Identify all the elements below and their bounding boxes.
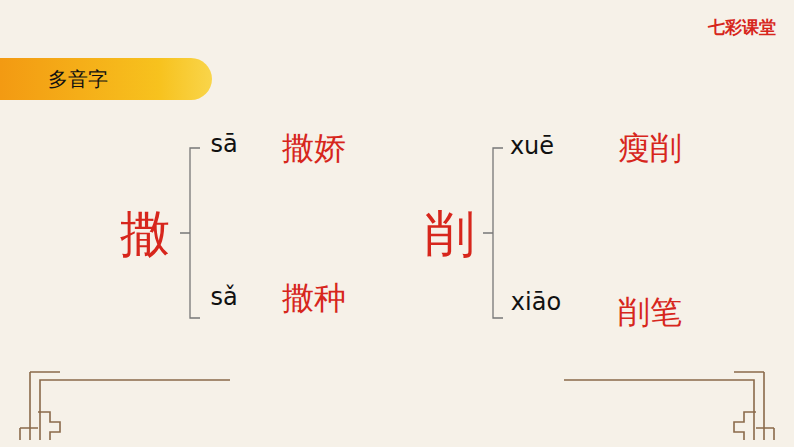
tab-label: 多音字	[48, 66, 108, 93]
word: 瘦削	[618, 131, 682, 166]
corner-ornament	[20, 372, 774, 440]
character: 削	[425, 207, 475, 262]
pinyin: sǎ	[210, 284, 237, 310]
word: 削笔	[618, 295, 682, 330]
character: 撒	[120, 207, 170, 262]
word: 撒娇	[282, 131, 346, 166]
section-tab: 多音字	[0, 58, 212, 100]
bracket	[180, 148, 503, 318]
pinyin: sā	[210, 131, 237, 157]
word: 撒种	[282, 281, 346, 316]
pinyin: xiāo	[511, 289, 561, 315]
pinyin: xuē	[510, 133, 554, 159]
logo: 七彩课堂	[708, 18, 776, 37]
